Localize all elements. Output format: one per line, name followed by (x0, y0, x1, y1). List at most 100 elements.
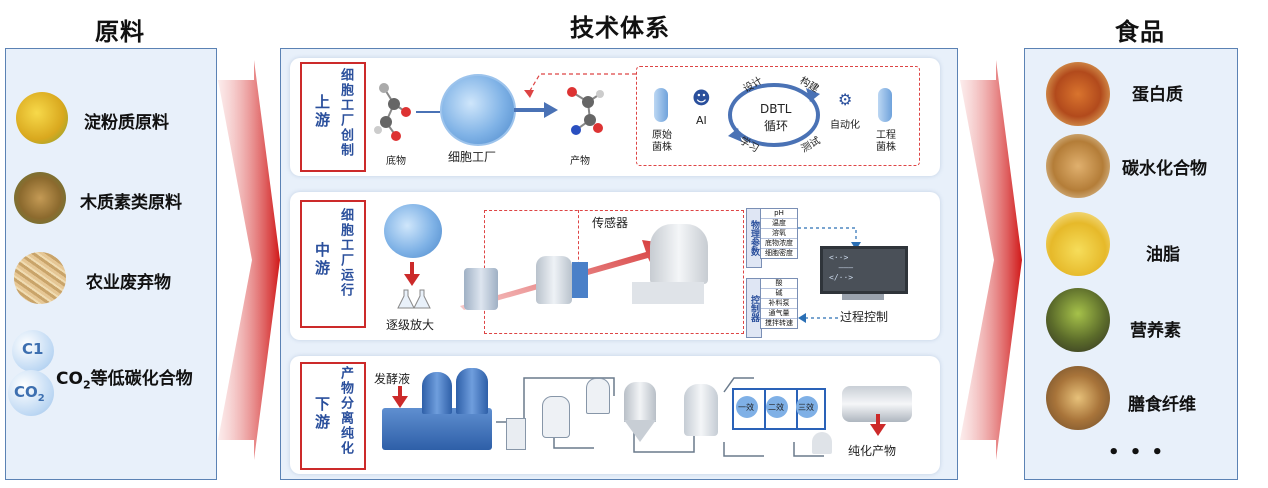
co2-bubble-icon (8, 370, 54, 416)
midstream-stage-box: 中游 细胞工厂运行 (300, 200, 366, 328)
downstream-title: 下游 (313, 396, 331, 432)
food-label: 膳食纤维 (1128, 395, 1196, 415)
engineered-strain-label: 工程菌株 (876, 130, 896, 153)
condenser-icon (586, 378, 610, 414)
control-cell: 补料泵 (761, 299, 797, 309)
cycle-label: 循环 (763, 119, 788, 133)
process-control-label: 过程控制 (840, 310, 889, 324)
sprout-icon (1046, 288, 1110, 352)
feedback-dashed-arrow (524, 73, 636, 98)
sensor-divider-dashed (578, 210, 579, 270)
sorghum-icon (14, 172, 66, 224)
upstream-stage-box: 上游 细胞工厂创制 (300, 62, 366, 172)
crystallizer-cone-icon (624, 420, 656, 442)
pure-product-label: 纯化产物 (848, 444, 897, 458)
down-arrow-icon (870, 414, 886, 436)
effect-2-label: 二效 (768, 403, 784, 412)
more-ellipsis: • • • (1108, 442, 1166, 463)
engineered-strain-icon (878, 88, 892, 122)
product-label: 产物 (570, 156, 590, 167)
control-equipment-table: 酸 碱 补料泵 通气量 搅拌转速 (760, 278, 798, 329)
upstream-row (290, 58, 940, 176)
food-label: 碳水化合物 (1122, 159, 1207, 179)
scale-up-arrow (460, 240, 670, 310)
control-monitor-icon: <··> ———</··> (820, 246, 908, 294)
downstream-stage-box: 下游 产物分离纯化 (300, 362, 366, 470)
cell-factory-label: 细胞工厂 (448, 150, 497, 164)
storage-tank-icon (456, 368, 488, 414)
param-cell: 溶氧 (761, 229, 797, 239)
flasks-icon (397, 289, 431, 309)
cyclone-icon (812, 432, 832, 454)
medium-bioreactor-icon (536, 256, 572, 304)
midstream-subtitle: 细胞工厂运行 (338, 208, 353, 298)
down-arrow-icon (404, 262, 420, 286)
hotdog-icon (1046, 62, 1110, 126)
automation-label: 自动化 (830, 120, 860, 131)
effect-3-label: 三效 (798, 403, 814, 412)
raw-material-label: 农业废弃物 (86, 273, 171, 293)
upstream-title: 上游 (313, 94, 331, 130)
large-bioreactor-icon (650, 224, 708, 284)
tech-system-heading: 技术体系 (570, 14, 670, 42)
param-cell: pH (761, 209, 797, 219)
column-icon (506, 418, 526, 450)
product-molecule-icon (567, 87, 604, 135)
control-cell: 搅拌转速 (765, 319, 793, 327)
effect-2-vessel (766, 396, 788, 418)
control-cell: 酸 (761, 279, 797, 289)
monitor-stand-icon (842, 294, 884, 300)
food-heading: 食品 (1115, 18, 1165, 46)
bread-icon (1046, 134, 1110, 198)
fiber-icon (1046, 366, 1110, 430)
straw-icon (14, 252, 66, 304)
effect-1-vessel (736, 396, 758, 418)
food-label: 营养素 (1130, 321, 1181, 341)
control-cell: 通气量 (761, 309, 797, 319)
c1-label: C1 (22, 340, 44, 358)
ai-label: AI (696, 114, 707, 127)
oil-icon (1046, 212, 1110, 276)
ferment-liquid-label: 发酵液 (374, 372, 411, 386)
downstream-subtitle: 产物分离纯化 (338, 366, 353, 456)
down-arrow-icon (392, 386, 408, 408)
dbtl-dashed-box (636, 66, 920, 166)
robot-arm-icon: ⚙ (838, 90, 853, 109)
ai-head-icon: ☻ (692, 88, 711, 109)
flow-arrow-left (218, 60, 280, 460)
storage-tank-icon (422, 372, 452, 414)
scale-up-label: 逐级放大 (386, 318, 435, 332)
effect-1-label: 一效 (738, 403, 754, 412)
food-label: 蛋白质 (1132, 85, 1183, 105)
param-cell: 底物浓度 (761, 239, 797, 249)
original-strain-label: 原始菌株 (652, 130, 672, 153)
substrate-label: 底物 (386, 156, 406, 167)
substrate-molecule-icon (374, 83, 411, 141)
cell-culture-icon (384, 204, 442, 258)
raw-materials-heading: 原料 (95, 18, 145, 46)
midstream-title: 中游 (313, 242, 331, 278)
physical-params-table: pH 温度 溶氧 底物浓度 细胞密度 (760, 208, 798, 259)
raw-material-label: 淀粉质原料 (84, 113, 169, 133)
corn-icon (16, 92, 68, 144)
flow-arrow-right (960, 60, 1022, 460)
arrow-icon (514, 102, 558, 118)
original-strain-icon (654, 88, 668, 122)
crystallizer-icon (624, 382, 656, 422)
raw-material-label: 木质素类原料 (80, 193, 182, 213)
param-cell: 温度 (761, 219, 797, 229)
effect-3-vessel (796, 396, 818, 418)
low-carbon-compounds-label: CO2等低碳化合物 (56, 369, 193, 392)
dbtl-label: DBTL (760, 102, 792, 116)
pipeline-icon (496, 377, 824, 457)
small-bioreactor-icon (464, 268, 498, 310)
c1-bubble-icon (12, 330, 54, 372)
mixing-tank-icon (684, 384, 718, 436)
evaporator-icon (542, 396, 570, 438)
param-cell: 细胞密度 (765, 249, 793, 257)
control-cabinet-icon (572, 262, 588, 298)
co2-bubble-label: CO2 (14, 383, 45, 404)
arrow-icon (416, 111, 440, 113)
membrane-filter-icon (382, 408, 492, 450)
reactor-platform-icon (632, 282, 704, 304)
